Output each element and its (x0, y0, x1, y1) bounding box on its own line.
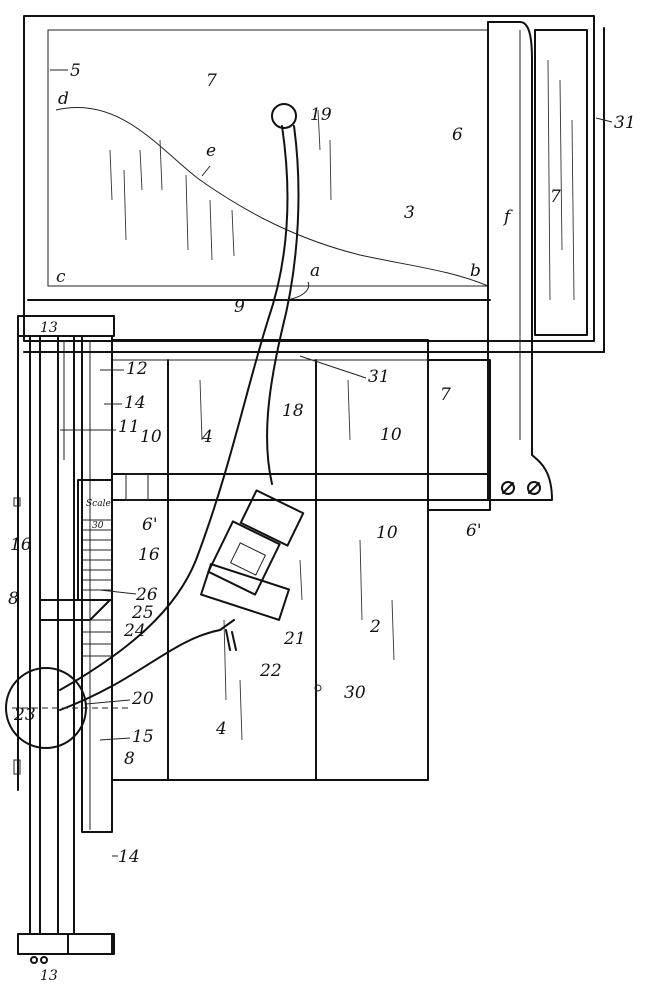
scale-number: 30 (92, 521, 104, 531)
ref-label: 5 (70, 61, 81, 81)
ref-label: 25 (131, 603, 154, 623)
scale-label: Scale (86, 499, 111, 509)
ref-label: 31 (614, 113, 636, 133)
ref-label: 2 (369, 617, 381, 637)
graduated-scale: Scale 30 (82, 499, 112, 657)
ref-label: 13 (40, 320, 58, 336)
ref-label: c (56, 267, 66, 287)
ref-label: 16 (138, 545, 160, 565)
ref-label: 8 (124, 749, 135, 769)
magnifier (5, 667, 128, 749)
ref-label: e (206, 141, 216, 161)
ref-label: 10 (380, 425, 402, 445)
ref-label: f (502, 207, 513, 227)
point-30 (314, 684, 322, 692)
ref-label: a (310, 261, 320, 281)
ref-label: 10 (376, 523, 398, 543)
leader-lines (50, 69, 613, 857)
ref-label: 6' (142, 515, 158, 535)
ref-label: 23 (13, 705, 36, 725)
ref-label: 31 (368, 367, 390, 387)
bottom-caps (30, 933, 113, 964)
ref-label: 12 (126, 359, 148, 379)
ref-label: 19 (310, 105, 332, 125)
ref-label: 6' (466, 521, 482, 541)
ref-label: 14 (124, 393, 146, 413)
ref-label: 26 (135, 585, 158, 605)
curve-line (55, 107, 489, 287)
ref-label: 11 (118, 417, 140, 437)
ref-label: b (470, 261, 481, 281)
reference-numerals: 5 7 19 31 d e 6 7 3 f c a b 9 13 12 31 7… (8, 61, 636, 984)
ref-label: 30 (344, 683, 366, 703)
ref-label: 24 (123, 621, 146, 641)
left-column (13, 315, 115, 955)
curved-arm (59, 103, 310, 711)
ref-label: 4 (201, 427, 213, 447)
tool-carriage (200, 489, 305, 651)
ref-label: 7 (550, 187, 561, 207)
bar-6-screws (501, 481, 541, 495)
ref-label: 13 (40, 968, 58, 984)
ref-label: 18 (282, 401, 304, 421)
ref-label: 15 (132, 727, 154, 747)
ref-label: 3 (404, 203, 415, 223)
ref-label: 21 (283, 629, 306, 649)
ref-label: 22 (259, 661, 282, 681)
ref-label: d (58, 89, 69, 109)
ref-label: 9 (234, 297, 245, 317)
ref-label: 7 (206, 71, 217, 91)
bar-6 (487, 21, 553, 501)
lower-board (111, 339, 491, 781)
ref-label: 20 (131, 689, 154, 709)
ref-label: 8 (8, 589, 19, 609)
ref-label: 14 (118, 847, 140, 867)
ref-label: 6 (452, 125, 463, 145)
ref-label: 7 (440, 385, 451, 405)
slide-bar (111, 473, 491, 501)
ref-label: 4 (215, 719, 227, 739)
ref-label: 16 (10, 535, 32, 555)
panel-hatching (109, 59, 575, 301)
ref-label: 10 (140, 427, 162, 447)
